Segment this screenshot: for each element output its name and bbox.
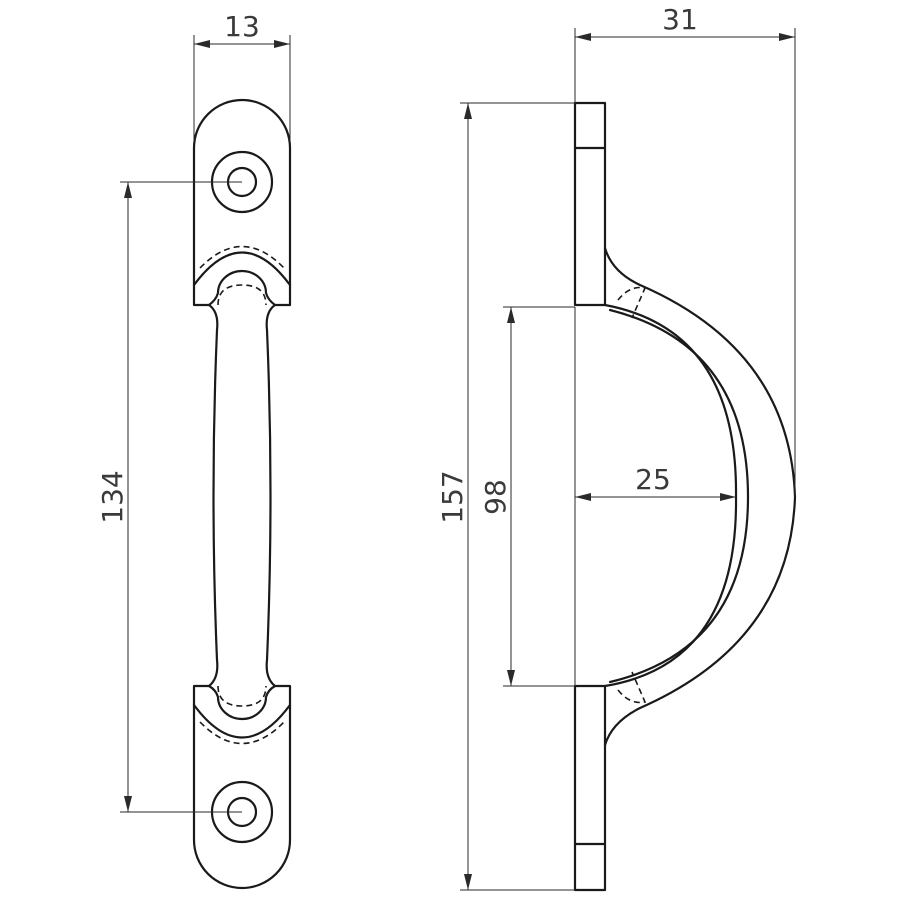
dim-label-overall-projection: 31 [662, 3, 698, 36]
dimension-inner-projection: 25 [574, 307, 736, 686]
dimension-hole-spacing: 134 [96, 181, 242, 813]
dimension-front-width: 13 [193, 10, 291, 140]
dim-label-front-width: 13 [224, 10, 260, 43]
top-mounting-plate [192, 98, 292, 307]
top-transition-arc [192, 251, 292, 287]
front-view [192, 98, 292, 890]
dimension-overall-length: 157 [436, 102, 575, 891]
bottom-fillet-hidden [617, 671, 647, 704]
dimension-overall-projection: 31 [574, 3, 796, 497]
top-hidden-arc [199, 245, 285, 269]
bottom-transition-arc [192, 703, 292, 739]
bottom-hidden-arc [199, 721, 285, 745]
dim-label-inner-length: 98 [479, 479, 512, 515]
dimension-inner-length: 98 [479, 306, 575, 687]
top-flange [573, 101, 607, 307]
dim-label-hole-spacing: 134 [96, 470, 129, 523]
handle-inner-edge [608, 308, 750, 684]
grip-hidden-top [217, 284, 267, 306]
bottom-mounting-plate [192, 684, 292, 890]
dim-label-inner-projection: 25 [635, 463, 671, 496]
grip-body [207, 303, 277, 688]
grip-hidden-bottom [217, 685, 267, 707]
bottom-flange [573, 684, 607, 892]
top-fillet-hidden [617, 286, 647, 319]
dim-label-overall-length: 157 [436, 470, 469, 523]
